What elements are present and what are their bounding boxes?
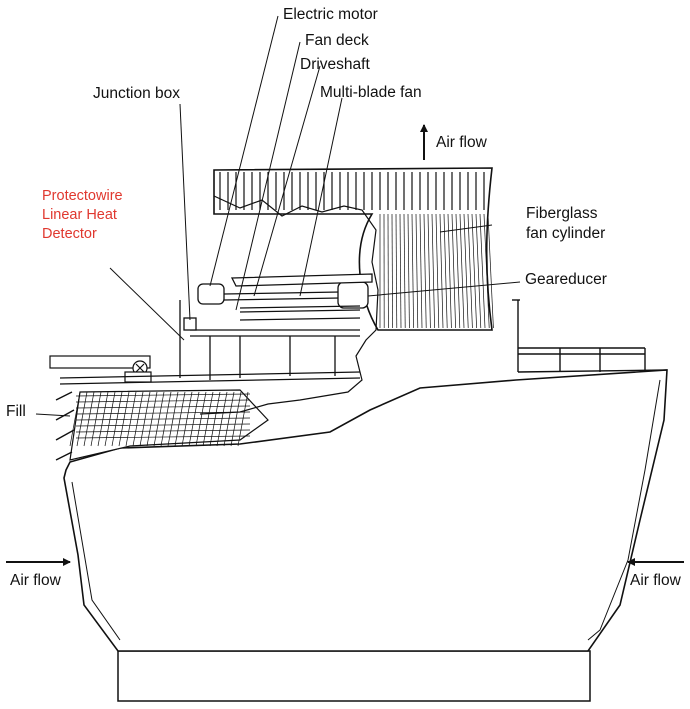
label-multi-blade-fan: Multi-blade fan xyxy=(320,84,422,102)
label-fiberglass-line1: Fiberglass xyxy=(526,205,598,223)
label-fan-deck: Fan deck xyxy=(305,32,369,50)
drivetrain xyxy=(184,274,372,330)
label-driveshaft: Driveshaft xyxy=(300,56,370,74)
tower-basin xyxy=(118,651,590,701)
label-protectowire-line2: Linear Heat xyxy=(42,206,117,224)
label-air-flow-right: Air flow xyxy=(630,572,681,590)
label-electric-motor: Electric motor xyxy=(283,6,378,24)
label-geareducer: Geareducer xyxy=(525,271,607,289)
label-protectowire-line3: Detector xyxy=(42,225,97,243)
label-air-flow-top: Air flow xyxy=(436,134,487,152)
label-junction-box: Junction box xyxy=(93,85,180,103)
right-handrail xyxy=(512,300,667,372)
label-fiberglass-line2: fan cylinder xyxy=(526,225,605,243)
electric-motor-body xyxy=(198,284,224,304)
label-air-flow-left: Air flow xyxy=(10,572,61,590)
fan-deck-rail xyxy=(60,300,360,384)
geareducer-body xyxy=(338,282,368,308)
label-protectowire-line1: Protectowire xyxy=(42,187,123,205)
label-fill: Fill xyxy=(6,403,26,421)
